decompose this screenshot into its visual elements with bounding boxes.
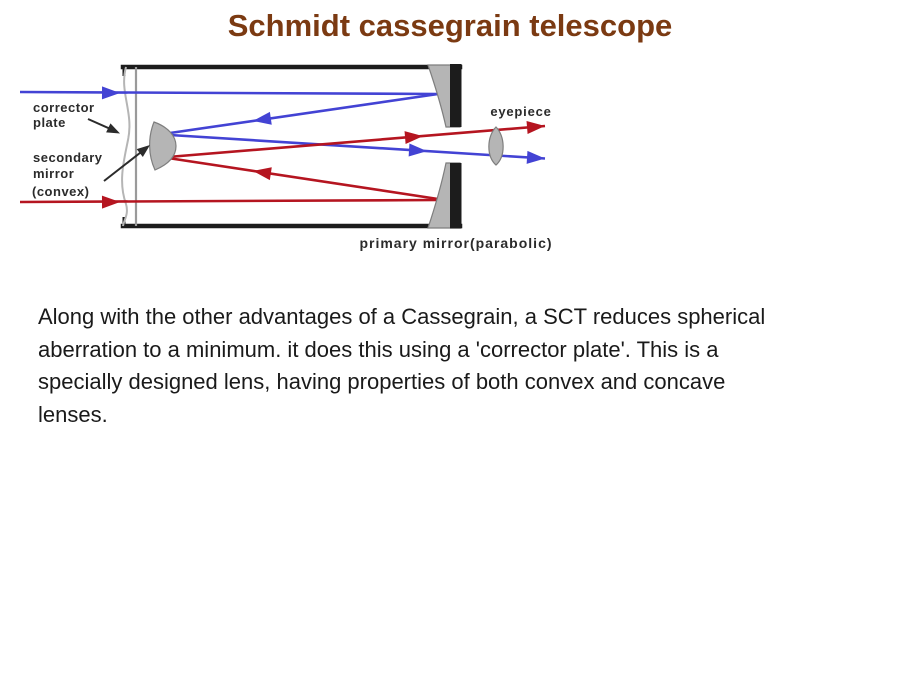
corrector-plate-label-line1: corrector [33,100,95,115]
secondary-mirror-shape [149,121,177,171]
primary-mirror-back-top [450,64,462,127]
body-line-2: aberration to a minimum. it does this us… [38,336,719,362]
primary-mirror-back-bottom [450,163,462,229]
secondary-mirror-leader-arrowhead [136,145,150,157]
red-arrowhead-exit-inner [404,131,423,145]
blue-ray-primary-to-secondary [169,92,439,135]
primary-mirror-label: primary mirror(parabolic) [359,235,552,251]
secondary-mirror-leader-line [103,148,146,182]
red-ray-primary-to-secondary [167,156,439,201]
eyepiece-label: eyepiece [490,104,551,119]
secondary-mirror-label-line2: mirror [33,166,74,181]
eyepiece-lens-shape [488,126,504,166]
red-ray-exit [167,124,546,159]
red-arrowhead-to-secondary [253,167,272,181]
body-line-1: Along with the other advantages of a Cas… [38,304,766,329]
red-ray-incoming [19,198,439,204]
blue-arrowhead-exit-outer [526,150,545,164]
red-arrowhead-incoming [101,195,120,209]
body-line-3: specially designed lens, having properti… [38,369,726,394]
corrector-plate-label-line2: plate [33,115,66,130]
telescope-diagram: corrector plate secondary mirror (convex… [19,64,552,251]
blue-arrowhead-incoming [101,86,120,100]
red-arrowhead-exit-outer [526,120,545,134]
corrector-plate-leader-arrowhead [106,123,120,134]
secondary-mirror-label-line1: secondary [33,150,103,165]
secondary-mirror-label-line3: (convex) [32,184,89,199]
blue-arrowhead-to-secondary [253,111,272,125]
blue-ray-incoming [19,90,439,96]
blue-arrowhead-exit-inner [408,143,427,157]
page-title: Schmidt cassegrain telescope [227,8,673,43]
body-line-4: lenses. [38,401,108,427]
body-paragraph: Along with the other advantages of a Cas… [38,301,870,431]
blue-ray-exit [169,133,546,160]
corrector-plate-shape [121,66,131,227]
